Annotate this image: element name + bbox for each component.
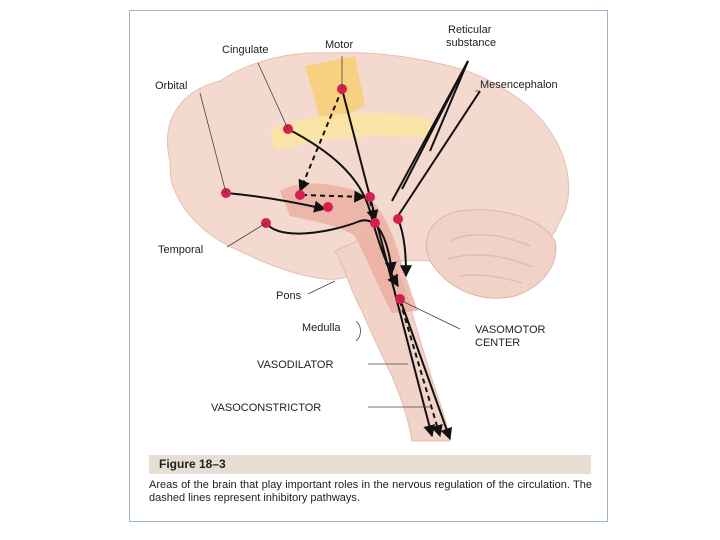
- hypothalamic-region: [280, 183, 418, 313]
- pathways: [225, 60, 481, 441]
- figure-frame: Reticular substance Cingulate Motor Mese…: [129, 10, 608, 522]
- label-vasoconstrictor: VASOCONSTRICTOR: [211, 402, 321, 414]
- dashed-motor: [298, 88, 343, 193]
- nodes: [221, 84, 405, 304]
- pathway-mesencephalon: [397, 90, 481, 217]
- label-reticular-1: Reticular: [448, 24, 492, 36]
- pathway-temporal: [265, 219, 397, 275]
- label-cingulate: Cingulate: [222, 44, 268, 56]
- label-motor: Motor: [325, 39, 353, 51]
- node-vasomotor-center: [395, 294, 405, 304]
- label-pons: Pons: [276, 290, 302, 302]
- leader-lines: [199, 56, 480, 408]
- inhibitory-pathways: [298, 88, 443, 438]
- brain-diagram: Reticular substance Cingulate Motor Mese…: [155, 24, 570, 442]
- label-orbital: Orbital: [155, 80, 187, 92]
- pathway-reticular-low: [429, 60, 469, 152]
- dashed-center: [366, 200, 379, 223]
- pathway-orbital: [225, 192, 327, 213]
- node-hypothalamus-left: [295, 190, 305, 200]
- node-hypothalamus-mid: [323, 202, 333, 212]
- cerebellum: [425, 209, 557, 299]
- pathway-vasoconstrictor-1: [399, 298, 453, 441]
- figure-caption: Areas of the brain that play important r…: [149, 479, 592, 504]
- dashed-vasodilator: [399, 300, 443, 438]
- dashed-horizontal: [301, 190, 367, 203]
- figure-number-bar: Figure 18–3: [149, 455, 591, 474]
- label-vasomotor-1: VASOMOTOR: [475, 324, 546, 336]
- label-reticular-2: substance: [446, 37, 496, 49]
- label-mesencephalon: Mesencephalon: [480, 79, 558, 91]
- node-mesencephalon: [393, 214, 403, 224]
- label-temporal: Temporal: [158, 244, 203, 256]
- label-vasodilator: VASODILATOR: [257, 359, 333, 371]
- motor-area: [305, 56, 365, 126]
- pathway-reticular-mid: [391, 60, 469, 202]
- figure-number: Figure 18–3: [159, 457, 226, 471]
- node-center-top: [365, 192, 375, 202]
- cerebellum-folds: [447, 233, 533, 284]
- label-vasomotor-2: CENTER: [475, 337, 520, 349]
- node-center-mid: [370, 218, 380, 228]
- label-medulla: Medulla: [302, 322, 341, 334]
